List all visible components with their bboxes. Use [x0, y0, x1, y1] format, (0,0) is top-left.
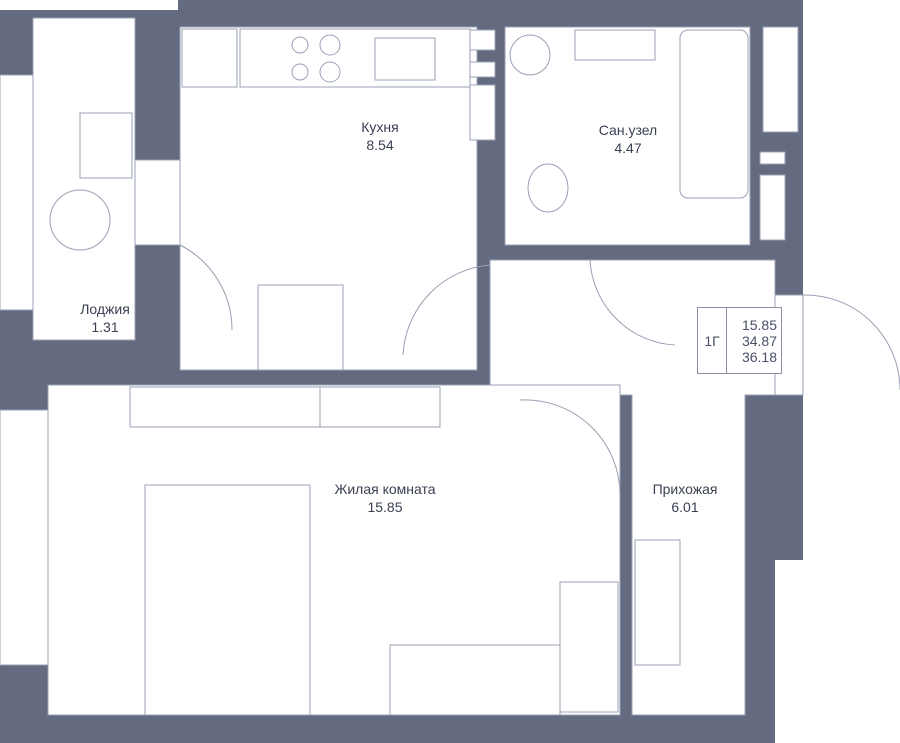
- total-area: 36.18: [741, 348, 777, 365]
- niche-3: [469, 84, 496, 141]
- washing-machine: [509, 34, 551, 76]
- rooms: [0, 17, 804, 716]
- bathroom-sink: [574, 29, 656, 61]
- living-area: 15.85: [741, 316, 777, 333]
- room-area: 1.31: [91, 319, 119, 335]
- door-swing-bath: [589, 259, 676, 346]
- room-name: Кухня: [361, 119, 399, 135]
- room-living: [47, 384, 621, 716]
- room-name: Лоджия: [80, 301, 130, 317]
- loggia-table: [49, 189, 111, 251]
- room-area: 15.85: [367, 499, 403, 515]
- dining-table: [257, 284, 344, 371]
- area: 34.87: [741, 332, 777, 349]
- door-swing-entrance: [802, 294, 900, 391]
- bathtub: [679, 29, 749, 199]
- niche-1: [469, 29, 496, 51]
- room-name: Сан.узел: [598, 122, 658, 138]
- furniture: [49, 28, 900, 716]
- niche-2: [469, 61, 496, 78]
- room-kitchen: [179, 26, 478, 371]
- shaft-3: [759, 174, 786, 241]
- window-kitchen: [134, 159, 181, 246]
- loggia-chair: [79, 112, 133, 179]
- room-name: Жилая комната: [334, 481, 436, 497]
- door-swing-hall: [402, 264, 491, 356]
- room-label-hallway: Прихожая 6.01: [635, 480, 735, 516]
- stove-burner: [291, 36, 309, 54]
- room-area: 6.01: [671, 499, 699, 515]
- room-loggia: [32, 17, 136, 341]
- bookshelf: [319, 386, 441, 428]
- shaft-1: [762, 26, 799, 133]
- room-label-living: Жилая комната 15.85: [315, 480, 455, 516]
- kitchen-counter: [239, 28, 471, 88]
- window-loggia: [0, 74, 34, 311]
- room-label-loggia: Лоджия 1.31: [55, 300, 155, 336]
- apartment-code: 1Г: [698, 308, 727, 373]
- door-swing-living: [519, 399, 621, 496]
- room-area: 4.47: [614, 140, 642, 156]
- shaft-2: [759, 151, 786, 165]
- kitchen-cabinet: [181, 28, 238, 88]
- kitchen-sink: [374, 37, 436, 81]
- hall-wardrobe: [634, 539, 681, 666]
- room-area: 8.54: [366, 137, 394, 153]
- wardrobe-living: [559, 581, 619, 713]
- room-bathroom: [504, 26, 751, 246]
- room-name: Прихожая: [652, 481, 718, 497]
- room-label-kitchen: Кухня 8.54: [330, 118, 430, 154]
- toilet: [527, 163, 569, 213]
- door-swing-kitchen: [179, 244, 233, 331]
- bed: [144, 484, 311, 716]
- apartment-info-box: 1Г 15.85 34.87 36.18: [697, 307, 782, 374]
- room-label-bathroom: Сан.узел 4.47: [578, 121, 678, 157]
- window-living: [0, 409, 49, 666]
